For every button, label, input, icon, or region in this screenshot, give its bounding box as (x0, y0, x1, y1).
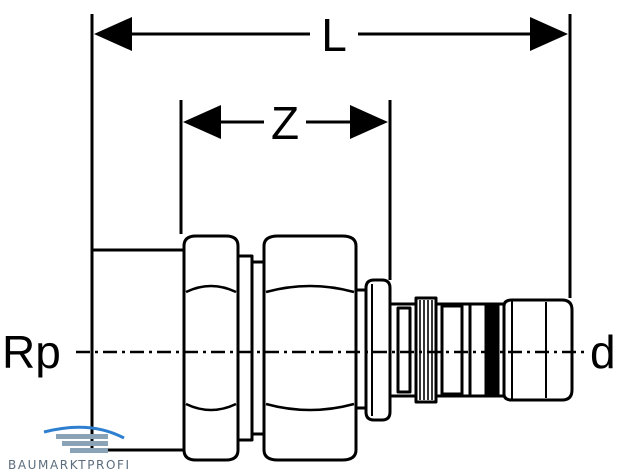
dimension-z (179, 100, 392, 280)
watermark-swoosh-icon (43, 425, 125, 440)
hex-nut-2 (262, 234, 358, 462)
collar-ring-2 (250, 260, 266, 436)
knurled-ring (414, 296, 438, 404)
arrowhead-l-left (94, 17, 132, 51)
arrowhead-l-right (530, 17, 568, 51)
knurl-pattern (419, 300, 433, 400)
dimension-label-z: Z (271, 97, 299, 149)
thread-label-rp: Rp (2, 326, 61, 378)
pipe-end (502, 298, 574, 402)
watermark-text: BAUMARKTPROFI (8, 458, 131, 472)
grip-ring-2 (440, 304, 464, 396)
arrowhead-z-right (350, 105, 388, 139)
arrowhead-z-left (183, 105, 221, 139)
dimension-l (90, 14, 572, 298)
threaded-socket (90, 248, 186, 452)
grip-band (484, 302, 500, 398)
press-collar-flange (364, 278, 392, 422)
watermark-logo: BAUMARKTPROFI (8, 425, 131, 472)
dimension-label-l: L (321, 9, 347, 61)
pipe-diameter-label-d: d (590, 326, 616, 378)
hex-nut-1 (182, 234, 240, 462)
collar-ring-1 (236, 254, 254, 442)
grip-ring-1 (396, 306, 412, 394)
fitting-body (90, 234, 574, 462)
